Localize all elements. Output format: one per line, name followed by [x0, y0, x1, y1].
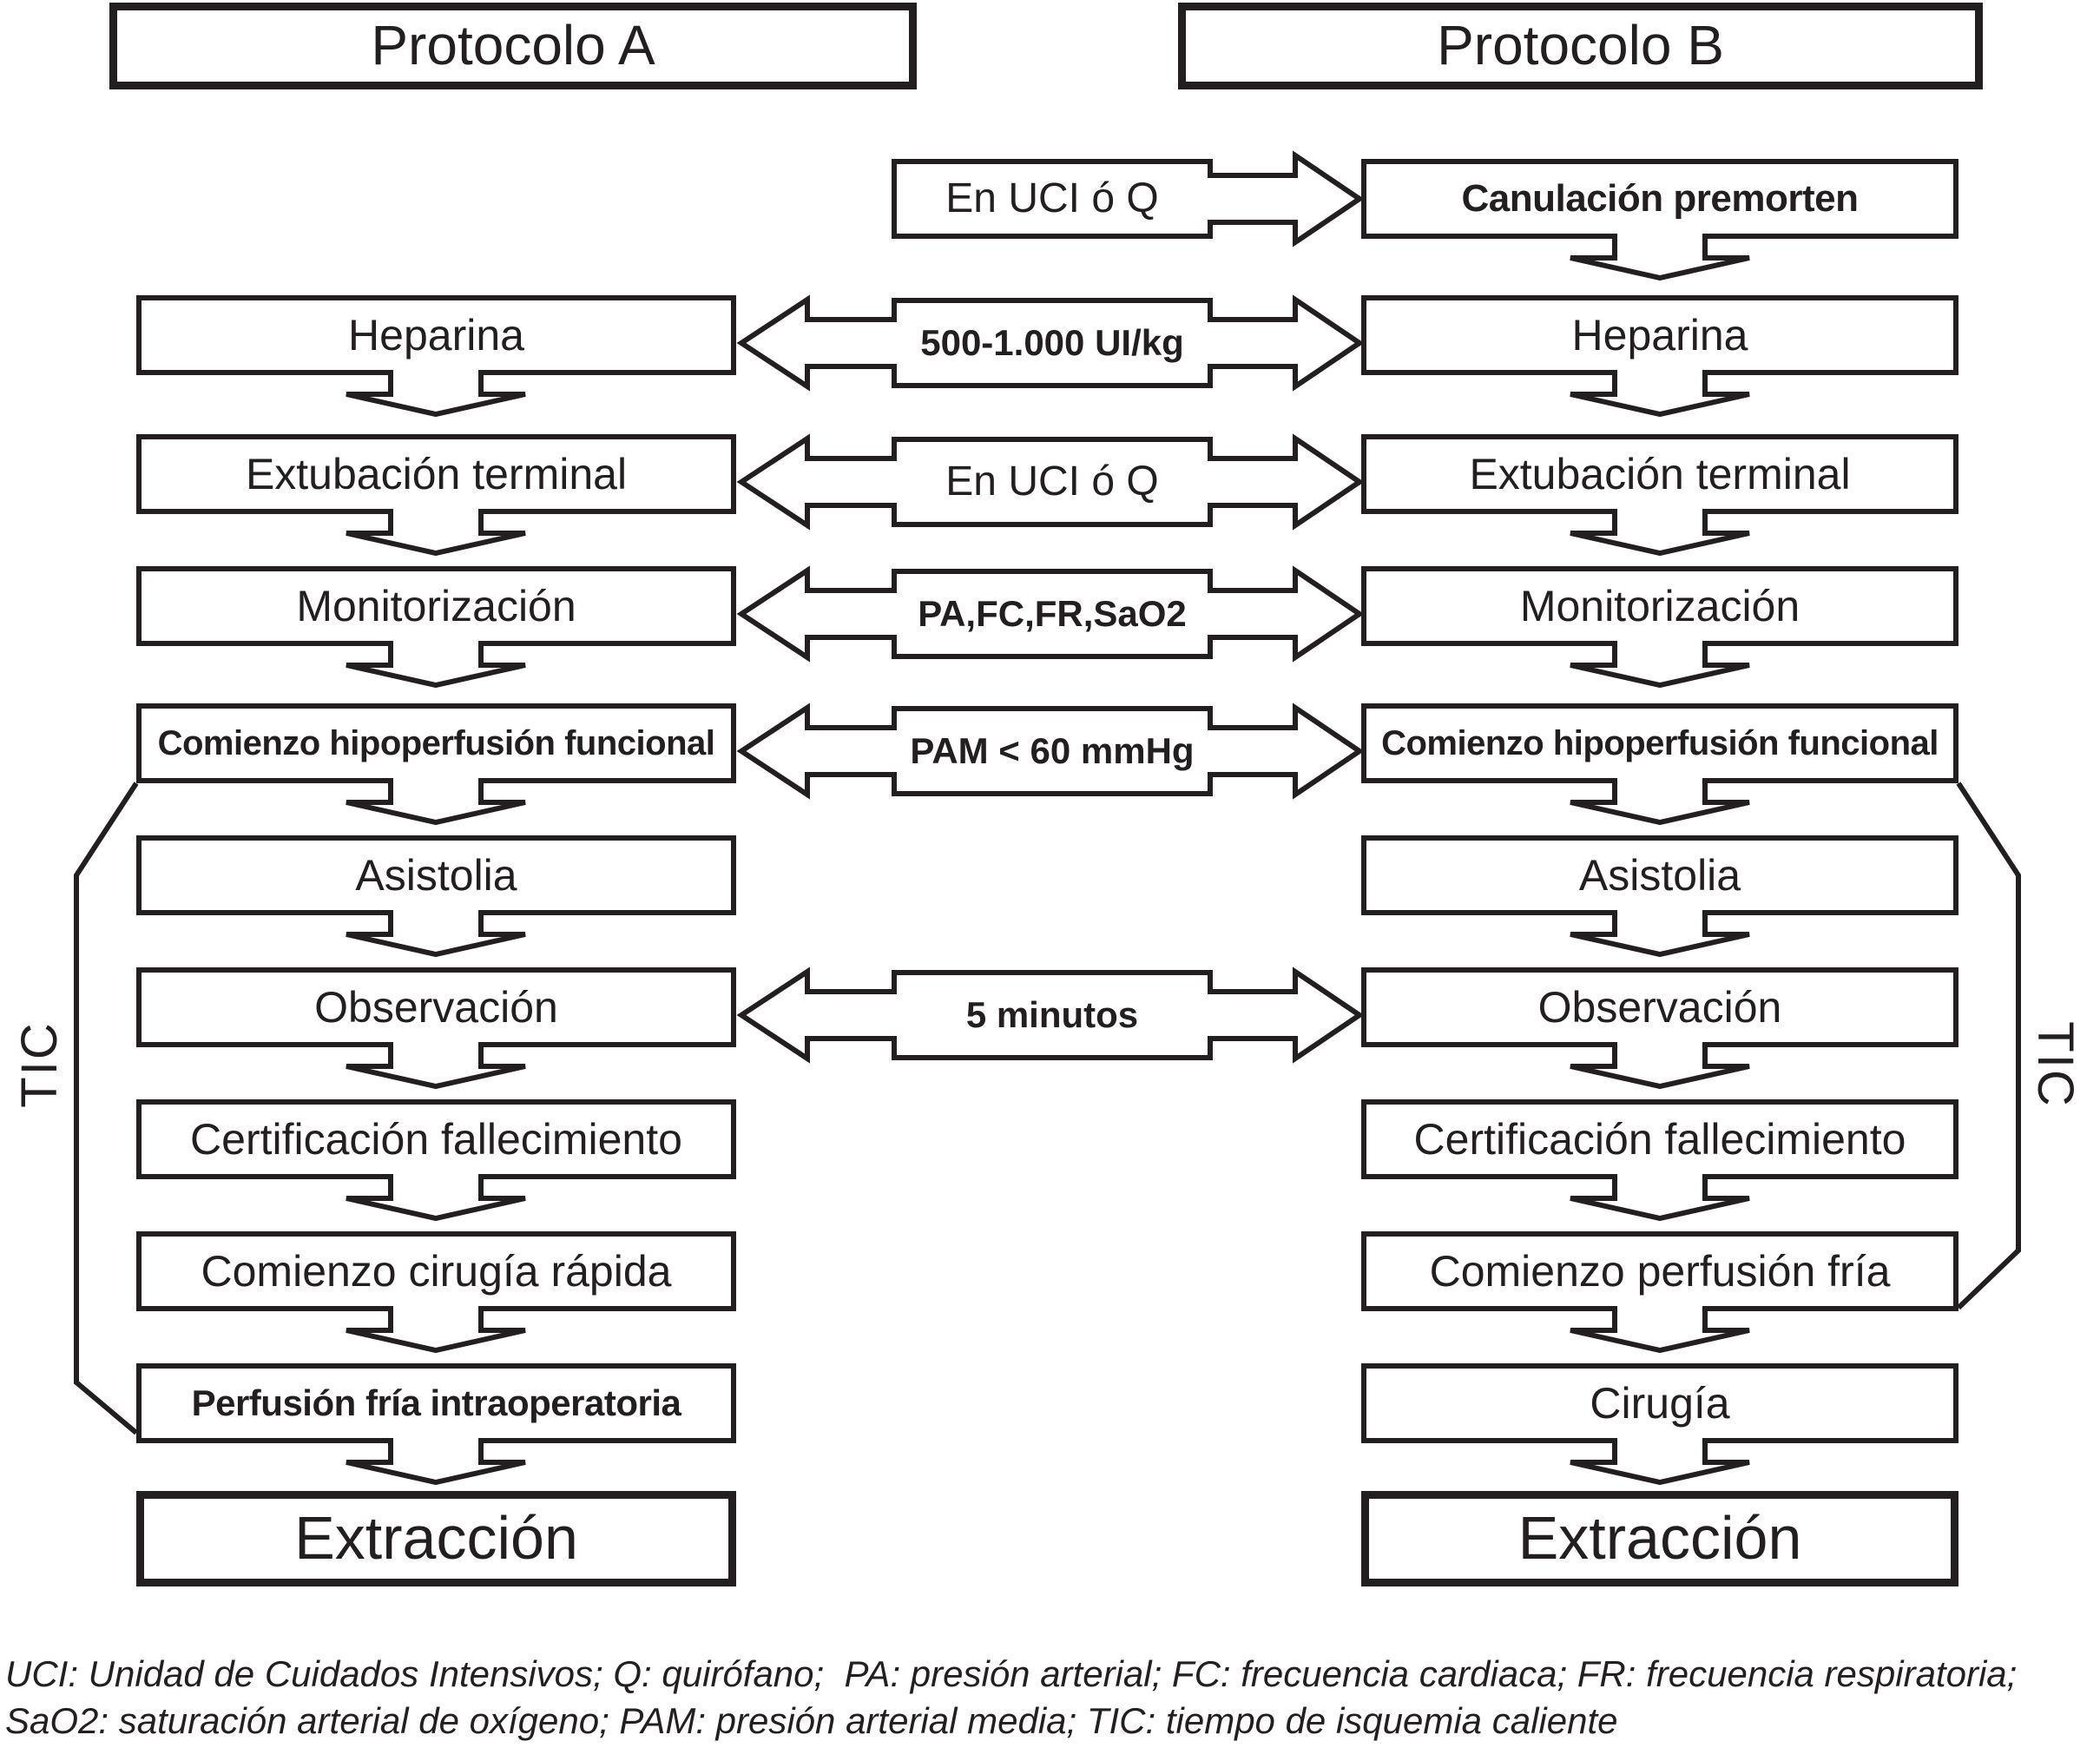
node-a-asistolia: Asistolia — [136, 835, 736, 915]
node-a-observacion: Observación — [136, 967, 736, 1047]
down-arrow — [1570, 514, 1750, 557]
tic-label-right: TIC — [2027, 1021, 2084, 1108]
node-b-extubacion: Extubación terminal — [1361, 434, 1958, 514]
down-arrow — [346, 1179, 526, 1222]
down-arrow — [1570, 1047, 1750, 1090]
down-arrow — [1570, 646, 1750, 689]
node-b-observacion: Observación — [1361, 967, 1958, 1047]
annotation-uci-q-1: En UCI ó Q — [892, 159, 1213, 239]
node-b-hipoperfusion: Comienzo hipoperfusión funcional — [1361, 703, 1958, 783]
left-arrow — [736, 433, 892, 531]
tic-bracket-left — [74, 782, 139, 1435]
right-arrow — [1213, 966, 1365, 1064]
down-arrow — [1570, 1311, 1750, 1354]
left-arrow — [736, 966, 892, 1064]
right-arrow — [1213, 294, 1365, 392]
annotation-pam-threshold: PAM < 60 mmHg — [892, 706, 1213, 796]
down-arrow — [346, 915, 526, 958]
down-arrow — [346, 514, 526, 557]
tic-bracket-right — [1956, 782, 2021, 1310]
right-arrow — [1213, 702, 1365, 800]
header-protocolo-a: Protocolo A — [109, 3, 917, 89]
down-arrow — [346, 375, 526, 418]
right-arrow — [1213, 565, 1365, 663]
left-arrow — [736, 294, 892, 392]
node-a-extraccion: Extracción — [136, 1491, 736, 1586]
header-protocolo-b: Protocolo B — [1178, 3, 1983, 89]
node-b-canulacion: Canulación premorten — [1361, 159, 1958, 239]
node-b-asistolia: Asistolia — [1361, 835, 1958, 915]
footnote-line-2: SaO2: saturación arterial de oxígeno; PA… — [5, 1700, 1618, 1741]
node-a-certificacion: Certificación fallecimiento — [136, 1099, 736, 1179]
right-arrow — [1213, 433, 1365, 531]
down-arrow — [1570, 239, 1750, 281]
down-arrow — [1570, 1179, 1750, 1222]
right-arrow — [1213, 150, 1365, 247]
left-arrow — [736, 702, 892, 800]
node-b-certificacion: Certificación fallecimiento — [1361, 1099, 1958, 1179]
down-arrow — [346, 783, 526, 826]
node-b-perfusion-fria: Comienzo perfusión fría — [1361, 1231, 1958, 1311]
node-b-monitorizacion: Monitorización — [1361, 566, 1958, 646]
annotation-heparin-dose: 500-1.000 UI/kg — [892, 298, 1213, 388]
annotation-monitor-params: PA,FC,FR,SaO2 — [892, 569, 1213, 659]
node-a-cirugia-rapida: Comienzo cirugía rápida — [136, 1231, 736, 1311]
node-a-hipoperfusion: Comienzo hipoperfusión funcional — [136, 703, 736, 783]
node-a-perfusion-fria: Perfusión fría intraoperatoria — [136, 1363, 736, 1443]
node-b-heparina: Heparina — [1361, 295, 1958, 375]
node-b-cirugia: Cirugía — [1361, 1363, 1958, 1443]
down-arrow — [1570, 915, 1750, 958]
tic-label-left: TIC — [10, 1021, 68, 1108]
footnote-line-1: UCI: Unidad de Cuidados Intensivos; Q: q… — [5, 1653, 2018, 1694]
node-b-extraccion: Extracción — [1361, 1491, 1958, 1586]
annotation-uci-q-2: En UCI ó Q — [892, 437, 1213, 527]
down-arrow — [346, 1443, 526, 1486]
down-arrow — [346, 1311, 526, 1354]
node-a-monitorizacion: Monitorización — [136, 566, 736, 646]
node-a-extubacion: Extubación terminal — [136, 434, 736, 514]
left-arrow — [736, 565, 892, 663]
down-arrow — [1570, 375, 1750, 418]
down-arrow — [1570, 783, 1750, 826]
node-a-heparina: Heparina — [136, 295, 736, 375]
down-arrow — [346, 646, 526, 689]
down-arrow — [1570, 1443, 1750, 1486]
annotation-5-minutos: 5 minutos — [892, 970, 1213, 1060]
down-arrow — [346, 1047, 526, 1090]
